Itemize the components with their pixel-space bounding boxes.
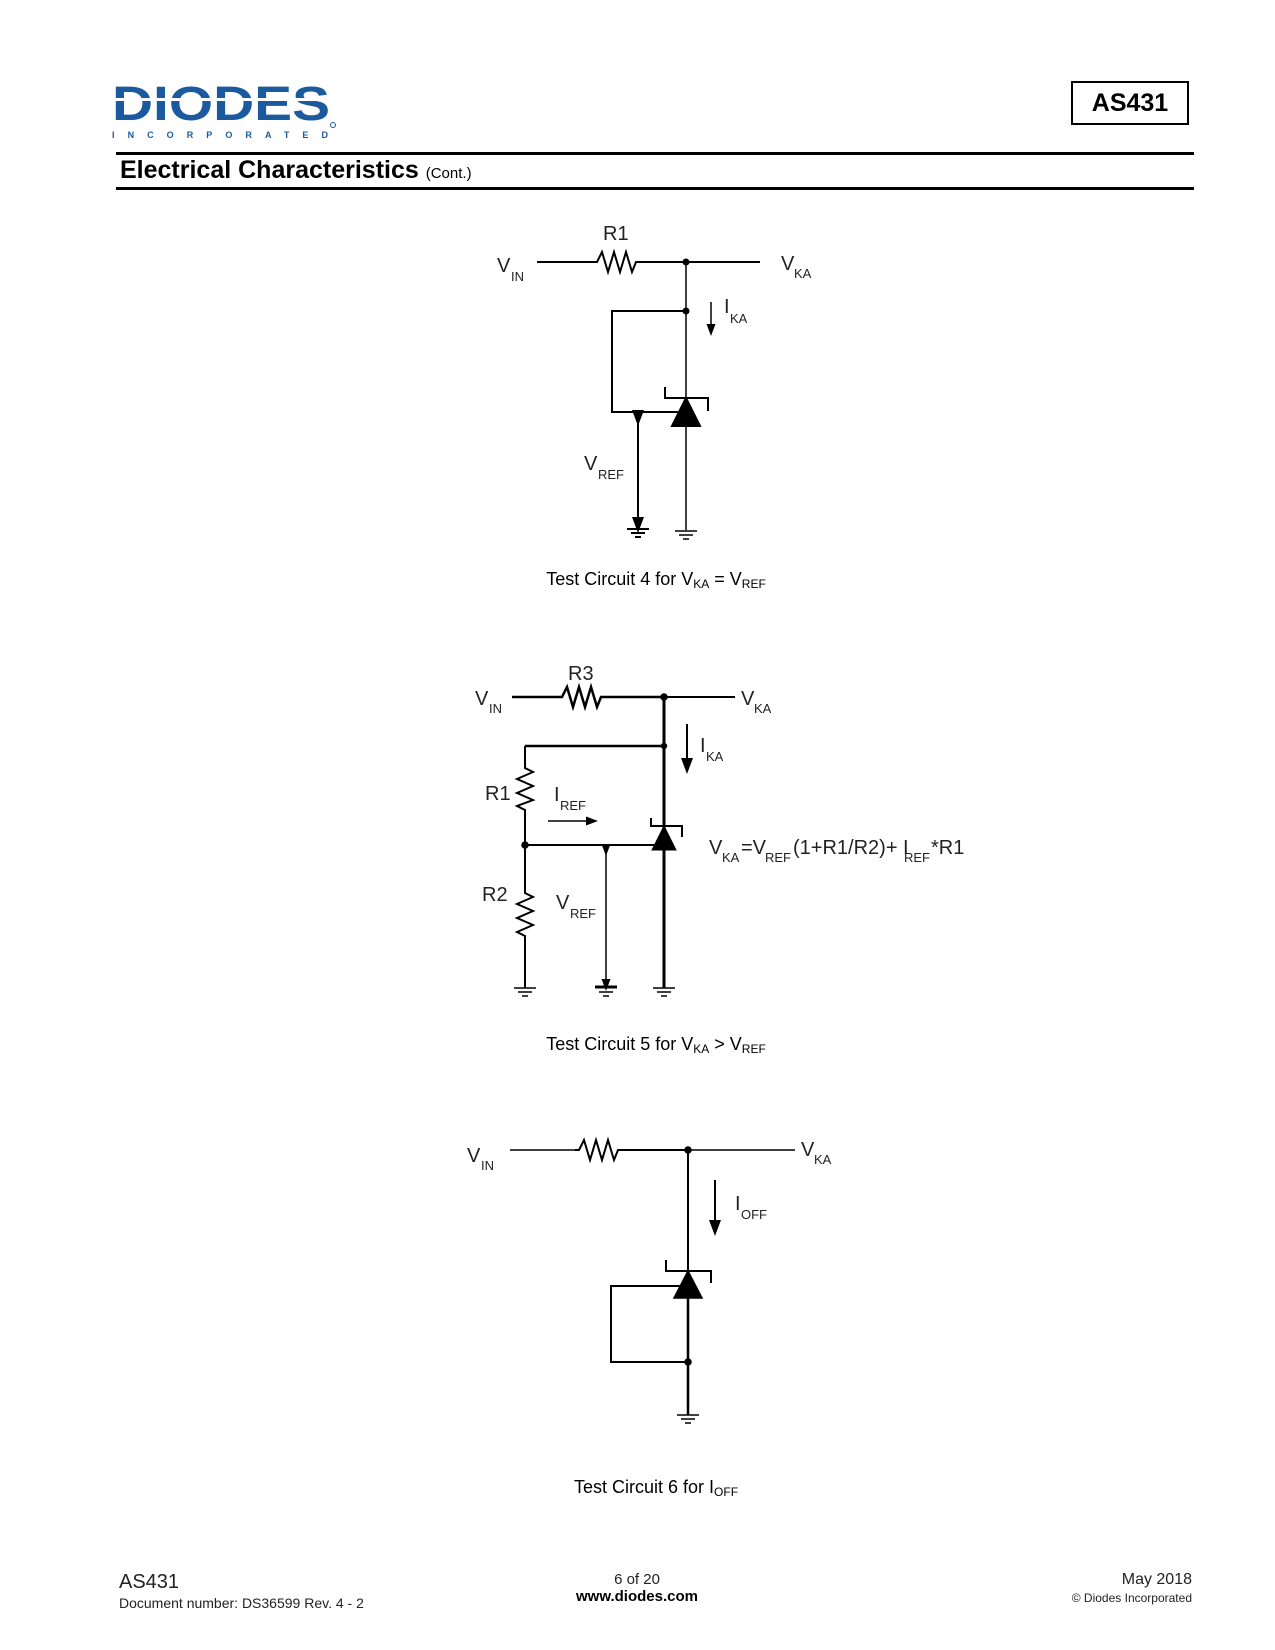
label-vin: V [475, 688, 489, 710]
part-number: AS431 [1091, 88, 1169, 117]
resistor-r3 [556, 682, 664, 712]
ground-icon [675, 530, 697, 540]
footer-part: AS431 [119, 1571, 180, 1593]
section-title-text: Electrical Characteristics [120, 156, 419, 184]
ground-icon [653, 987, 675, 997]
label-iref: I [554, 784, 560, 806]
eq-body: (1+R1/R2)+ I [793, 837, 909, 859]
equation-vka: V KA =V REF (1+R1/R2)+ I REF *R1 [709, 837, 964, 865]
footer-left: AS431 Document number: DS36599 Rev. 4 - … [119, 1571, 364, 1611]
resistor-r1 [591, 248, 646, 276]
label-vin: V [467, 1145, 481, 1167]
ground-icon [595, 985, 617, 997]
eq-eqv: =V [741, 837, 767, 859]
eq-end: *R1 [931, 837, 964, 859]
label-vka-sub: KA [754, 701, 772, 716]
test-circuit-4 [537, 248, 760, 540]
footer-page-number: 6 of 20 [614, 1571, 660, 1588]
shunt-reg-triangle [651, 824, 677, 851]
logo-text: DIODES [112, 80, 330, 131]
label-vin-sub: IN [481, 1158, 494, 1173]
part-number-box: AS431 [1071, 81, 1189, 125]
ground-icon [627, 528, 649, 538]
label-vka: V [741, 688, 755, 710]
label-ika: I [724, 296, 730, 318]
section-title-suffix: (Cont.) [425, 165, 472, 182]
caption-test-circuit-6: Test Circuit 6 for IOFF [573, 1477, 739, 1499]
eq-sub-ref2: REF [904, 850, 930, 865]
caption-test-circuit-4: Test Circuit 4 for VKA = VREF [546, 569, 766, 591]
label-r3: R3 [568, 663, 594, 685]
label-ioff-sub: OFF [741, 1207, 767, 1222]
resistor [575, 1136, 688, 1164]
node-dot [684, 1358, 692, 1366]
label-ioff: I [735, 1193, 741, 1215]
eq-v: V [709, 837, 723, 859]
footer-copyright: © Diodes Incorporated [1071, 1591, 1192, 1605]
footer-url[interactable]: www.diodes.com [576, 1588, 698, 1605]
label-vka: V [801, 1139, 815, 1161]
resistor-r1 [514, 746, 536, 845]
ground-icon [514, 987, 536, 997]
footer-doc-number: Document number: DS36599 Rev. 4 - 2 [119, 1595, 364, 1611]
label-vref-sub: REF [570, 906, 596, 921]
wire-ref-loop [611, 310, 686, 413]
eq-sub-ka: KA [722, 850, 740, 865]
label-vin: V [497, 255, 511, 277]
wire-ref-loop [610, 1285, 688, 1363]
test-circuit-6 [510, 1136, 795, 1424]
footer-date: May 2018 [1121, 1571, 1192, 1588]
label-r2: R2 [482, 884, 508, 906]
label-iref-sub: REF [560, 798, 586, 813]
section-title: Electrical Characteristics (Cont.) [120, 156, 472, 185]
node-dot [660, 742, 668, 750]
label-vin-sub: IN [489, 701, 502, 716]
shunt-reg-triangle [672, 1269, 704, 1299]
resistor-r2 [514, 845, 536, 988]
eq-sub-ref: REF [765, 850, 791, 865]
label-vka: V [781, 253, 795, 275]
shunt-reg-bar [650, 818, 683, 837]
label-vref: V [556, 892, 570, 914]
header-rule-bottom [116, 187, 1194, 190]
label-r1: R1 [603, 223, 629, 245]
header-rule-top [116, 152, 1194, 155]
label-ika-sub: KA [730, 311, 748, 326]
label-r1: R1 [485, 783, 511, 805]
diodes-logo: DIODES INCORPORATED [110, 80, 336, 140]
label-ika-sub: KA [706, 749, 724, 764]
label-vref: V [584, 453, 598, 475]
test-circuit-5 [512, 682, 735, 997]
label-vref-sub: REF [598, 467, 624, 482]
ground-icon [677, 1414, 699, 1424]
label-vin-sub: IN [511, 269, 524, 284]
label-vka-sub: KA [794, 266, 812, 281]
footer-right: May 2018 © Diodes Incorporated [1072, 1571, 1192, 1605]
label-vka-sub: KA [814, 1152, 832, 1167]
label-ika: I [700, 735, 706, 757]
footer-center: 6 of 20 www.diodes.com [576, 1571, 698, 1605]
caption-test-circuit-5: Test Circuit 5 for VKA > VREF [546, 1034, 766, 1056]
